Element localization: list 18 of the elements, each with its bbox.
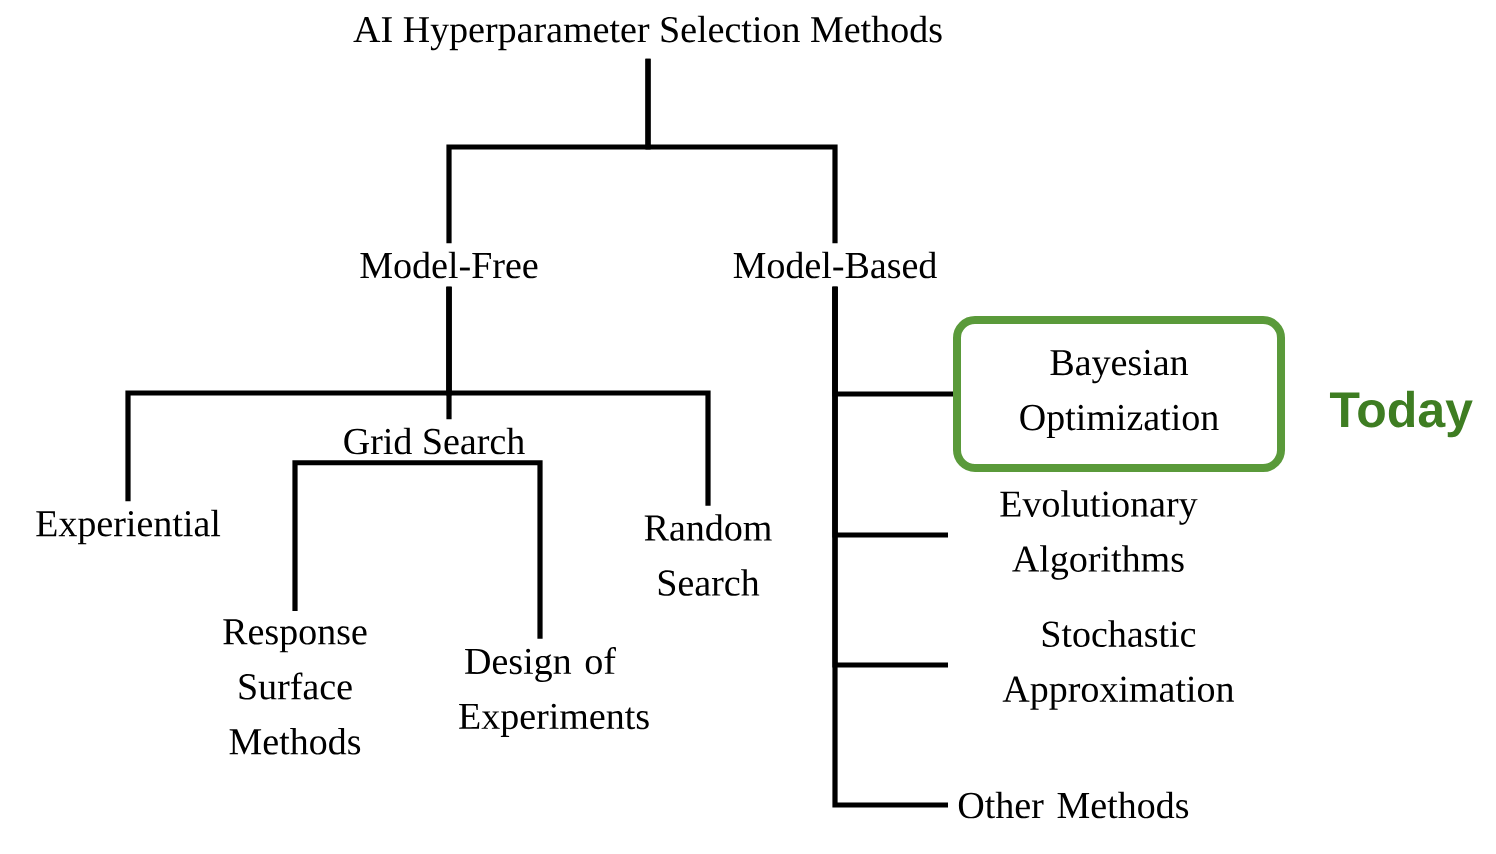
category-label: Model-Based [733, 251, 937, 279]
tree-connector [449, 460, 543, 639]
diagram-title: AI Hyperparameter Selection Methods [353, 15, 942, 51]
tree-connector [446, 286, 711, 506]
category-label: Evolutionary Algorithms [1000, 490, 1198, 580]
category-label: Random Search [644, 514, 772, 596]
category-label: Other Methods [958, 791, 1189, 819]
category-label: Experiential [36, 509, 221, 545]
category-label: Design of Experiments [459, 647, 649, 737]
tree-connector [832, 286, 948, 808]
tree-connector [292, 460, 449, 611]
category-label: Model-Free [360, 251, 538, 279]
category-label: Grid Search [344, 427, 525, 455]
highlight-box: Bayesian Optimization [953, 316, 1285, 472]
category-label: Stochastic Approximation [1002, 620, 1234, 710]
annotation-text: Today [1329, 390, 1473, 438]
tree-connector [645, 58, 838, 244]
category-label: Response Surface Methods [223, 619, 367, 755]
